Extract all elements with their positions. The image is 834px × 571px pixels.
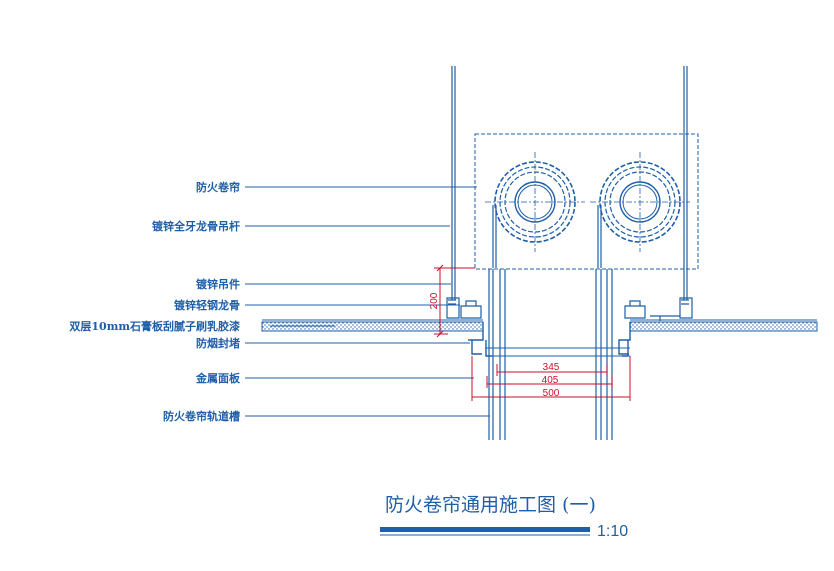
label-threaded-rod: 镀锌全牙龙骨吊杆 [152,219,240,233]
label-light-steel-joist: 镀锌轻钢龙骨 [174,298,240,312]
label-gypsum-board: 双层10mm石膏板刮腻子刷乳胶漆 [69,319,240,333]
roller-right [590,152,690,252]
dimension-height [434,264,475,338]
shutter-housing [474,133,699,270]
dimension-widths [471,356,631,401]
label-guide-rail: 防火卷帘轨道槽 [163,409,240,423]
metal-panels [468,322,631,357]
label-fire-shutter: 防火卷帘 [196,180,240,194]
shutter-curtains [488,205,613,440]
label-smoke-seal: 防烟封堵 [196,336,240,350]
dimension-405: 405 [542,375,559,386]
leader-lines [245,186,490,417]
roller-left [485,152,585,252]
label-metal-panel: 金属面板 [195,371,241,385]
dimension-345: 345 [543,362,560,373]
title-underline-thick [380,527,590,532]
ceiling-gypsum-board [261,319,818,332]
threaded-rods [451,66,688,300]
drawing-title: 防火卷帘通用施工图 (一) [385,494,596,516]
steel-joists [446,297,693,321]
drawing-scale: 1:10 [597,523,628,540]
dimension-height-text: 200 [429,292,440,309]
dimension-500: 500 [543,388,560,399]
label-hanger: 镀锌吊件 [196,277,240,291]
